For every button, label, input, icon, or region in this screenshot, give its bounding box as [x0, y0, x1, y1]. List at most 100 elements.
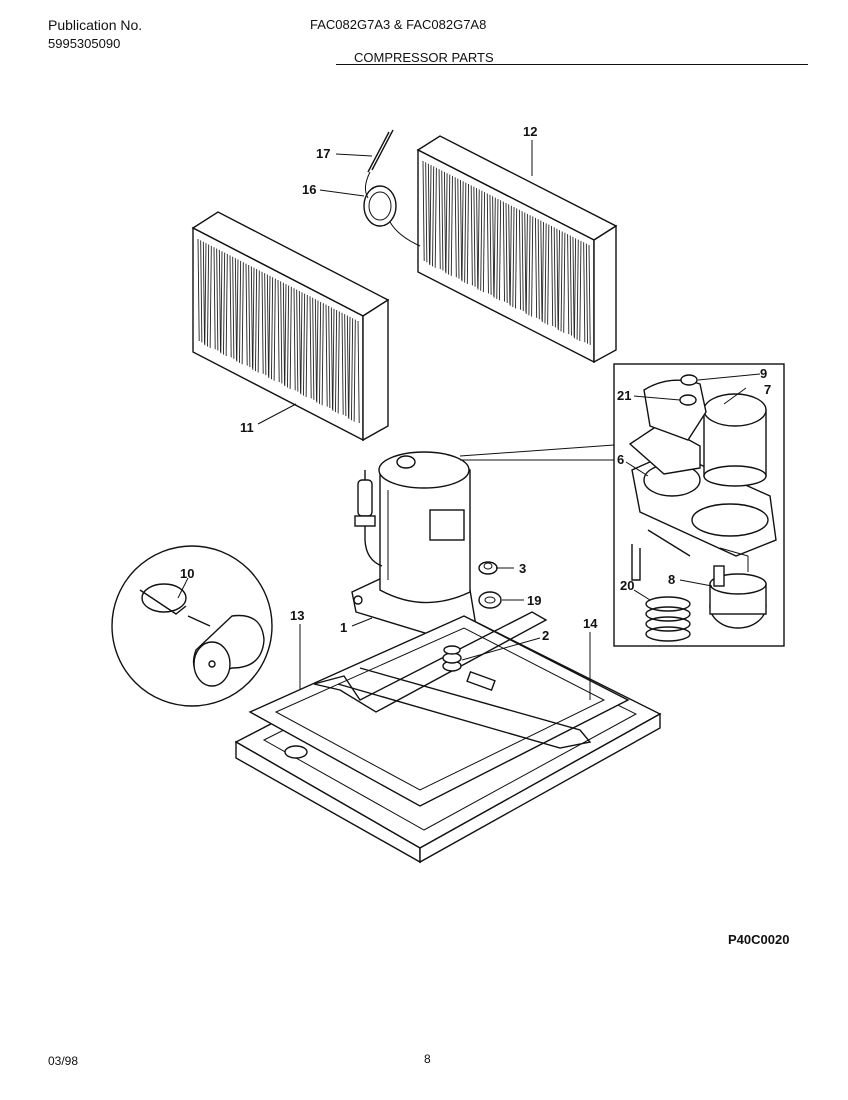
- coil-fin: [314, 299, 317, 402]
- coil-fin: [264, 273, 267, 376]
- coil-fin: [457, 178, 460, 279]
- coil-fin: [303, 293, 306, 396]
- coil-fin: [438, 169, 441, 270]
- coil-fin: [245, 263, 248, 366]
- coil-fin: [337, 311, 340, 414]
- coil-fin: [300, 292, 303, 395]
- coil-fin: [353, 319, 356, 422]
- coil-fin: [316, 300, 319, 403]
- coil-fin: [197, 238, 200, 342]
- coil-fin: [441, 170, 444, 271]
- page-number: 8: [424, 1052, 431, 1066]
- coil-fin: [277, 279, 280, 383]
- model-title: FAC082G7A3 & FAC082G7A8: [310, 17, 487, 32]
- coil-fin: [309, 296, 312, 399]
- coil-fin: [450, 175, 453, 276]
- callout-3: 3: [519, 561, 526, 576]
- coil-fin: [209, 245, 212, 348]
- coil-fin: [524, 212, 527, 313]
- coil-fin: [312, 297, 315, 400]
- coil-fin: [563, 232, 566, 333]
- coil-fin: [464, 182, 467, 283]
- callout-12: 12: [523, 124, 537, 139]
- coil-fin: [466, 184, 469, 285]
- coil-fin: [250, 266, 253, 369]
- compressor: [351, 451, 477, 641]
- coil-fin: [477, 189, 480, 290]
- coil-fin: [521, 211, 524, 312]
- coil-fin: [492, 196, 495, 297]
- coil-fin: [556, 228, 559, 329]
- callout-14: 14: [583, 616, 598, 631]
- publication-number: 5995305090: [48, 36, 121, 51]
- coil-fin: [330, 307, 333, 410]
- coil-fin: [434, 167, 437, 268]
- coil-fin: [579, 240, 582, 341]
- coil-fin: [425, 162, 428, 263]
- coil-fin: [273, 278, 276, 381]
- coil-fin: [351, 318, 354, 421]
- coil-fin: [583, 242, 586, 343]
- coil-fin: [204, 243, 207, 346]
- inset-10: [111, 545, 273, 707]
- print-date: 03/98: [48, 1054, 79, 1068]
- coil-fin: [255, 269, 258, 372]
- coil-fin: [287, 285, 290, 388]
- drain-pan-13: [248, 611, 630, 807]
- grommet-3: [478, 561, 498, 575]
- coil-fin: [476, 188, 479, 289]
- callout-8: 8: [668, 572, 675, 587]
- coil-fin: [502, 201, 505, 302]
- callout-9: 9: [760, 366, 767, 381]
- coil-fin: [321, 303, 324, 406]
- coil-fin: [498, 200, 502, 301]
- coil-fin: [480, 190, 483, 291]
- coil-fin: [319, 301, 322, 404]
- coil-fin: [569, 235, 572, 336]
- coil-fin: [236, 259, 239, 362]
- coil-fin: [473, 186, 476, 287]
- coil-fin: [332, 308, 335, 411]
- coil-fin: [496, 198, 499, 299]
- coil-fin: [341, 312, 344, 415]
- coil-fin: [429, 165, 432, 266]
- coil-fin: [229, 255, 232, 358]
- electrical-inset: [459, 363, 785, 647]
- coil-fin: [460, 179, 463, 280]
- figure-code: P40C0020: [728, 932, 790, 947]
- coil-fin: [493, 197, 496, 298]
- callout-11: 11: [240, 420, 254, 435]
- coil-fin: [346, 315, 349, 418]
- coil-fin: [535, 217, 538, 318]
- coil-11: [191, 211, 390, 442]
- callout-17: 17: [316, 146, 330, 161]
- coil-fin: [461, 181, 464, 282]
- coil-fin: [557, 230, 560, 331]
- publication-label: Publication No.: [48, 17, 143, 33]
- coil-fin: [261, 271, 264, 374]
- coil-fin: [220, 251, 223, 354]
- coil-fin: [531, 216, 534, 317]
- coil-fin: [298, 290, 301, 393]
- coil-fin: [427, 163, 431, 264]
- coil-fin: [293, 288, 296, 391]
- coil-fin: [200, 240, 203, 343]
- grommet-19: [478, 591, 502, 609]
- capillary-tube: [363, 129, 421, 247]
- coil-fin: [284, 284, 287, 387]
- coil-fin: [268, 275, 271, 378]
- coil-fin: [305, 295, 308, 398]
- coil-fin: [218, 249, 221, 352]
- coil-fin: [560, 231, 563, 332]
- coil-fin: [213, 247, 216, 350]
- callout-10: 10: [180, 566, 194, 581]
- coil-fin: [432, 166, 435, 267]
- callout-1: 1: [340, 620, 347, 635]
- coil-fin: [585, 243, 588, 344]
- section-title: COMPRESSOR PARTS: [354, 50, 494, 65]
- coil-fin: [540, 220, 543, 321]
- callout-2: 2: [542, 628, 549, 643]
- coil-fin: [588, 244, 591, 346]
- coil-fin: [572, 236, 575, 337]
- coil-fin: [348, 316, 351, 419]
